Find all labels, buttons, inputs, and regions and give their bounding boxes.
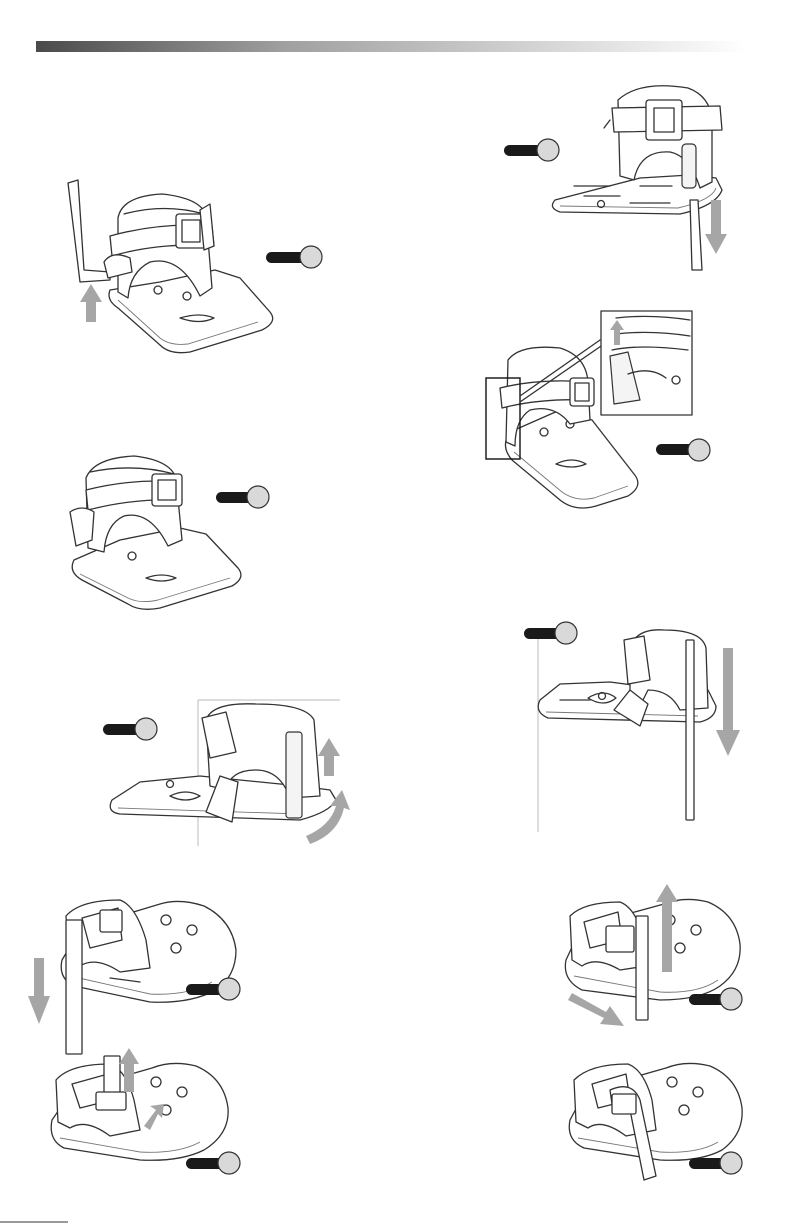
step-4-illustration — [70, 456, 269, 609]
step-1-illustration — [68, 180, 322, 353]
arrow-down-icon — [716, 648, 740, 756]
step-badge — [524, 622, 577, 644]
step-badge — [186, 1152, 240, 1174]
step-badge — [216, 486, 269, 508]
diagonal-arrow-icon — [568, 993, 624, 1026]
step-3-illustration — [486, 311, 710, 508]
step-badge — [504, 139, 559, 161]
step-10-illustration — [569, 1063, 742, 1180]
step-2-illustration — [504, 86, 727, 270]
step-badge — [656, 439, 710, 461]
step-badge — [103, 718, 157, 740]
step-9-illustration — [51, 1048, 240, 1174]
arrow-up-icon — [318, 738, 340, 776]
step-8-illustration — [565, 884, 742, 1026]
arrow-down-icon — [705, 200, 727, 254]
step-badge — [266, 246, 322, 268]
step-6-illustration — [103, 700, 350, 846]
step-5-illustration — [524, 622, 740, 832]
arrow-down-icon — [28, 958, 50, 1024]
step-7-illustration — [28, 900, 240, 1054]
header-gradient-bar — [36, 41, 748, 52]
arrow-up-icon — [80, 284, 102, 322]
